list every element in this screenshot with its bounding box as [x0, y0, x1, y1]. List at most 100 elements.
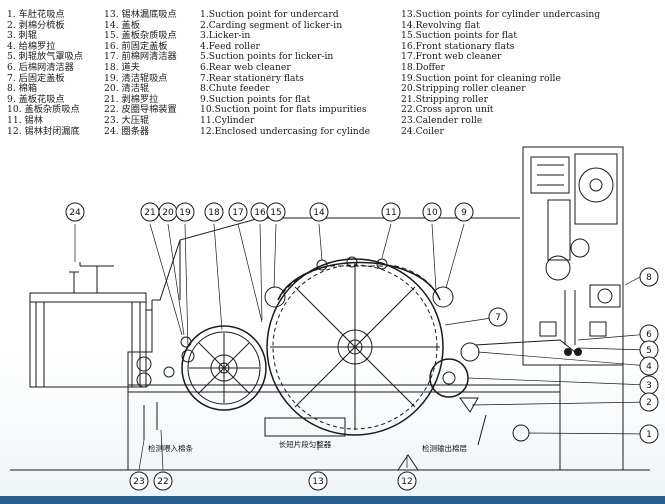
leader-lines: [74, 223, 650, 471]
svg-text:4: 4: [646, 362, 652, 372]
svg-text:13: 13: [312, 477, 323, 487]
legend-item: 9. 盖板花吸点: [7, 93, 65, 105]
callout-17: 17: [228, 202, 248, 222]
legend-item: 7. 后固定盖板: [7, 72, 65, 84]
callouts: 24 21 20 19 18 17 16 15 14 11 10 9 7 8 6…: [65, 202, 659, 491]
callout-6: 6: [639, 324, 659, 344]
legend-item: 11. 锡林: [7, 114, 43, 126]
legend-item: 14.Revolving flat: [401, 19, 480, 31]
legend-item: 1.Suction point for undercard: [200, 9, 339, 20]
svg-text:17: 17: [232, 208, 243, 218]
legend-item: 8.Chute feeder: [200, 83, 270, 95]
legend-item: 10. 盖板杂质吸点: [7, 104, 80, 116]
svg-text:15: 15: [270, 208, 281, 218]
callout-12: 12: [397, 471, 417, 491]
svg-text:6: 6: [646, 330, 652, 340]
legend-item: 19.Suction point for cleaning rolle: [401, 72, 561, 84]
label-input-sensor: 检测喂入棉条: [148, 443, 193, 453]
legend-item: 15.Suction points for flat: [401, 30, 518, 42]
legend-item: 20.Stripping roller cleaner: [401, 83, 526, 95]
callout-9: 9: [454, 202, 474, 222]
svg-text:24: 24: [69, 208, 81, 218]
legend-item: 2. 剥棉分梳板: [7, 19, 65, 31]
legend-item: 22.Cross apron unit: [401, 104, 494, 116]
legend-item: 24.Coiler: [401, 125, 444, 137]
cylinder: [266, 258, 444, 436]
svg-text:5: 5: [646, 346, 652, 356]
legend-item: 9.Suction points for flat: [200, 93, 311, 105]
svg-text:7: 7: [495, 313, 501, 323]
legend-item: 24. 圈条器: [104, 125, 150, 137]
legend-item: 5.Suction points for licker-in: [200, 51, 334, 63]
callout-23: 23: [129, 471, 149, 491]
doffer: [181, 325, 267, 411]
legend-item: 7.Rear stationery flats: [200, 72, 304, 84]
svg-text:10: 10: [426, 208, 438, 218]
revolving-flats: [264, 256, 454, 308]
legend-chinese-col2: 13. 锡林漏底吸点 14. 盖板 15. 盖板杂质吸点 16. 前固定盖板 1…: [104, 9, 177, 137]
callout-22: 22: [153, 471, 173, 491]
svg-text:11: 11: [385, 208, 396, 218]
svg-text:21: 21: [144, 208, 155, 218]
legend-item: 15. 盖板杂质吸点: [104, 30, 177, 42]
footer-bar: [0, 496, 665, 504]
legend-item: 16.Front stationary flats: [401, 40, 515, 52]
svg-text:14: 14: [313, 208, 325, 218]
svg-text:19: 19: [179, 208, 191, 218]
legend-item: 21.Stripping roller: [401, 93, 488, 105]
svg-text:16: 16: [254, 208, 266, 218]
legend-item: 8. 棉箱: [7, 83, 38, 95]
label-output-sensor: 检测输出棉层: [422, 443, 467, 453]
legend-item: 20. 清洁辊: [104, 83, 150, 95]
svg-text:18: 18: [208, 208, 220, 218]
callout-3: 3: [639, 375, 659, 395]
callout-5: 5: [639, 340, 659, 360]
callout-10: 10: [422, 202, 442, 222]
svg-text:12: 12: [401, 477, 412, 487]
legend-english-col1: 1.Suction point for undercard 2.Carding …: [200, 9, 370, 137]
legend-item: 2.Carding segment of licker-in: [200, 19, 343, 31]
callout-19: 19: [175, 202, 195, 222]
undercard-elements: [143, 402, 530, 471]
legend-item: 3. 刺辊: [7, 30, 38, 42]
callout-21: 21: [140, 202, 160, 222]
callout-1: 1: [639, 424, 659, 444]
callout-11: 11: [381, 202, 401, 222]
svg-text:1: 1: [646, 430, 652, 440]
svg-text:20: 20: [162, 208, 174, 218]
svg-text:8: 8: [646, 273, 652, 283]
legend-item: 19. 清洁辊吸点: [104, 72, 168, 84]
label-autoleveller: 长短片段匀整器: [279, 439, 332, 449]
legend-item: 16. 前固定盖板: [104, 40, 168, 52]
svg-text:23: 23: [133, 477, 144, 487]
feed-rollers-dark: [564, 348, 582, 356]
legend-english-col2: 13.Suction points for cylinder undercasi…: [401, 9, 601, 137]
legend-item: 18.Doffer: [401, 61, 445, 73]
svg-text:9: 9: [461, 208, 467, 218]
legend-item: 13. 锡林漏底吸点: [104, 9, 177, 20]
callout-18: 18: [204, 202, 224, 222]
callout-8: 8: [639, 267, 659, 287]
svg-text:22: 22: [157, 477, 168, 487]
licker-in: [429, 339, 576, 413]
chute-feeder: [522, 146, 624, 470]
legend-item: 11.Cylinder: [200, 114, 255, 126]
legend-item: 18. 道夫: [104, 61, 140, 73]
callout-4: 4: [639, 356, 659, 376]
legend-item: 23. 大压辊: [104, 114, 150, 126]
legend-item: 10.Suction point for flats impurities: [200, 104, 367, 116]
callout-7: 7: [488, 307, 508, 327]
legend-item: 6.Rear web cleaner: [200, 61, 291, 73]
callout-2: 2: [639, 392, 659, 412]
legend-item: 21. 剥棉罗拉: [104, 93, 159, 105]
calender-rollers: [136, 336, 195, 388]
callout-20: 20: [158, 202, 178, 222]
legend-item: 17. 前棉网清洁器: [104, 51, 177, 63]
legend-chinese-col1: 1. 车肚花吸点 2. 剥棉分梳板 3. 刺辊 4. 给棉罗拉 5. 刺辊放气罩…: [7, 9, 83, 137]
legend-item: 1. 车肚花吸点: [7, 9, 65, 20]
callout-14: 14: [309, 202, 329, 222]
callout-15: 15: [266, 202, 286, 222]
legend-item: 13.Suction points for cylinder undercasi…: [401, 9, 601, 20]
